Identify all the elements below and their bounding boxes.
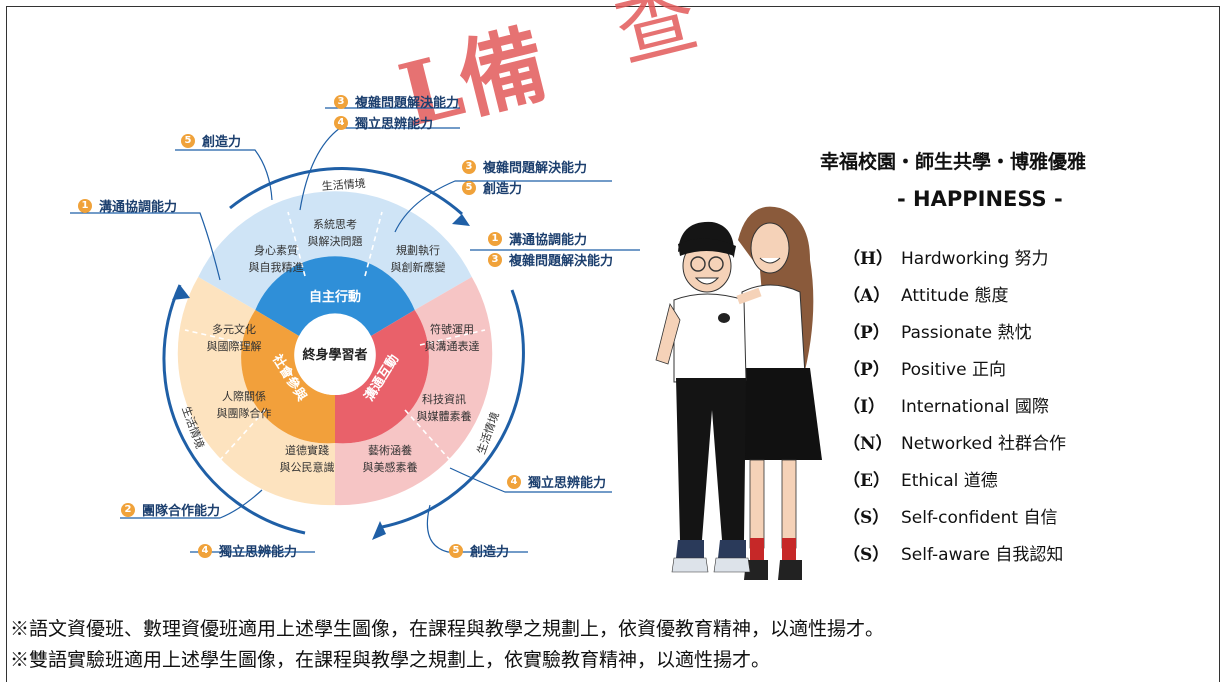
seg-left-mid-l1: 人際關係 xyxy=(222,390,266,403)
callout-text: 溝通協調能力 xyxy=(99,200,178,215)
callout-text: 創造力 xyxy=(470,545,510,560)
seg-right-mid-l1: 科技資訊 xyxy=(422,392,466,406)
center-circle xyxy=(295,315,375,395)
band-top-label: 自主行動 xyxy=(309,289,361,305)
list-item: （P） Passionate 熱忱 xyxy=(843,312,1066,349)
seg-left-bot-l2: 與公民意識 xyxy=(280,460,335,474)
seg-top-mid-l2: 與解決問題 xyxy=(308,234,363,248)
callout-top-left: 5 創造力 xyxy=(181,131,241,150)
item-letter: （S） xyxy=(843,508,890,528)
number-badge: 1 xyxy=(488,231,502,246)
seg-top-right-l1: 規劃執行 xyxy=(396,243,440,257)
item-letter: （E） xyxy=(843,471,890,491)
happiness-title: 幸福校園・師生共學・博雅優雅 xyxy=(820,151,1087,173)
callout-bottom-right-2: 5 創造力 xyxy=(449,541,509,560)
number-badge: 5 xyxy=(462,180,476,195)
item-text: Ethical 道德 xyxy=(901,471,998,491)
seg-top-mid-l1: 系統思考 xyxy=(313,217,357,231)
item-letter: （P） xyxy=(843,360,890,380)
item-text: Self-confident 自信 xyxy=(901,508,1058,528)
item-text: Self-aware 自我認知 xyxy=(901,545,1064,565)
callout-text: 複雜問題解決能力 xyxy=(355,96,460,111)
callout-text: 複雜問題解決能力 xyxy=(483,161,588,176)
segment-right xyxy=(335,277,493,506)
callout-right-2: 3 複雜問題解決能力 xyxy=(488,250,613,269)
band-top xyxy=(255,256,415,336)
callout-left: 1 溝通協調能力 xyxy=(78,196,177,215)
list-item: （S） Self-confident 自信 xyxy=(843,497,1066,534)
number-badge: 4 xyxy=(198,543,212,558)
callout-text: 獨立思辨能力 xyxy=(355,117,434,132)
seg-right-bot-l2: 與美感素養 xyxy=(363,460,418,474)
item-text: Attitude 態度 xyxy=(901,286,1009,306)
callout-bottom-right-1: 4 獨立思辨能力 xyxy=(507,472,606,491)
number-badge: 4 xyxy=(334,115,348,130)
segment-top xyxy=(198,191,472,310)
ring-top-label: 生活情境 xyxy=(321,176,366,193)
center-label: 終身學習者 xyxy=(302,347,367,363)
seg-right-bot-l1: 藝術涵養 xyxy=(368,443,412,457)
students-illustration xyxy=(655,206,822,580)
competency-wheel: 身心素質 與自我精進 系統思考 與解決問題 規劃執行 與創新應變 符號運用 與溝… xyxy=(70,107,640,553)
list-item: （P） Positive 正向 xyxy=(843,349,1066,386)
callout-text: 複雜問題解決能力 xyxy=(509,254,614,269)
callout-text: 創造力 xyxy=(202,135,242,150)
list-item: （E） Ethical 道德 xyxy=(843,460,1066,497)
number-badge: 4 xyxy=(507,474,521,489)
page-frame xyxy=(6,6,1220,682)
list-item: （I） International 國際 xyxy=(843,386,1066,423)
item-text: Hardworking 努力 xyxy=(901,249,1049,269)
callout-bottom-left-1: 2 團隊合作能力 xyxy=(121,500,220,519)
seg-left-bot-l1: 道德實踐 xyxy=(285,443,329,457)
item-letter: （I） xyxy=(843,397,885,417)
callout-text: 團隊合作能力 xyxy=(142,504,221,519)
segment-left xyxy=(177,277,335,506)
callout-text: 獨立思辨能力 xyxy=(528,476,607,491)
seg-right-top-l2: 與溝通表達 xyxy=(425,339,480,353)
number-badge: 5 xyxy=(181,133,195,148)
list-item: （A） Attitude 態度 xyxy=(843,275,1066,312)
number-badge: 5 xyxy=(449,543,463,558)
happiness-list: （H） Hardworking 努力 （A） Attitude 態度 （P） Pass… xyxy=(843,238,1066,571)
seg-left-mid-l2: 與團隊合作 xyxy=(217,406,272,420)
callout-top-right-1: 3 複雜問題解決能力 xyxy=(462,157,587,176)
item-text: Passionate 熱忱 xyxy=(901,323,1032,343)
callout-text: 獨立思辨能力 xyxy=(219,545,298,560)
number-badge: 3 xyxy=(462,159,476,174)
item-letter: （S） xyxy=(843,545,890,565)
item-letter: （H） xyxy=(843,249,894,269)
item-letter: （N） xyxy=(843,434,893,454)
callout-right-1: 1 溝通協調能力 xyxy=(488,229,587,248)
seg-left-top-l1: 多元文化 xyxy=(212,322,256,336)
seg-top-left-l1: 身心素質 xyxy=(254,243,298,257)
happiness-subtitle: - HAPPINESS - xyxy=(897,187,1063,211)
seg-top-right-l2: 與創新應變 xyxy=(391,260,446,274)
number-badge: 2 xyxy=(121,502,135,517)
item-text: International 國際 xyxy=(901,397,1049,417)
list-item: （N） Networked 社群合作 xyxy=(843,423,1066,460)
number-badge: 3 xyxy=(334,94,348,109)
seg-right-mid-l2: 與媒體素養 xyxy=(417,409,472,423)
item-text: Networked 社群合作 xyxy=(901,434,1067,454)
number-badge: 1 xyxy=(78,198,92,213)
note-line-2: ※雙語實驗班適用上述學生圖像，在課程與教學之規劃上，依實驗教育精神，以適性揚才。 xyxy=(10,649,771,671)
callout-top-right-2: 5 創造力 xyxy=(462,178,522,197)
number-badge: 3 xyxy=(488,252,502,267)
callout-bottom-left-2: 4 獨立思辨能力 xyxy=(198,541,297,560)
seg-left-top-l2: 與國際理解 xyxy=(207,339,262,353)
item-text: Positive 正向 xyxy=(901,360,1006,380)
callout-text: 創造力 xyxy=(483,182,523,197)
seg-right-top-l1: 符號運用 xyxy=(430,323,474,336)
item-letter: （A） xyxy=(843,286,891,306)
callout-top-2: 4 獨立思辨能力 xyxy=(334,113,433,132)
callout-text: 溝通協調能力 xyxy=(509,233,588,248)
callout-top-1: 3 複雜問題解決能力 xyxy=(334,92,459,111)
list-item: （H） Hardworking 努力 xyxy=(843,238,1066,275)
note-line-1: ※語文資優班、數理資優班適用上述學生圖像，在課程與教學之規劃上，依資優教育精神，… xyxy=(10,618,885,640)
list-item: （S） Self-aware 自我認知 xyxy=(843,534,1066,571)
item-letter: （P） xyxy=(843,323,890,343)
seg-top-left-l2: 與自我精進 xyxy=(249,260,304,274)
